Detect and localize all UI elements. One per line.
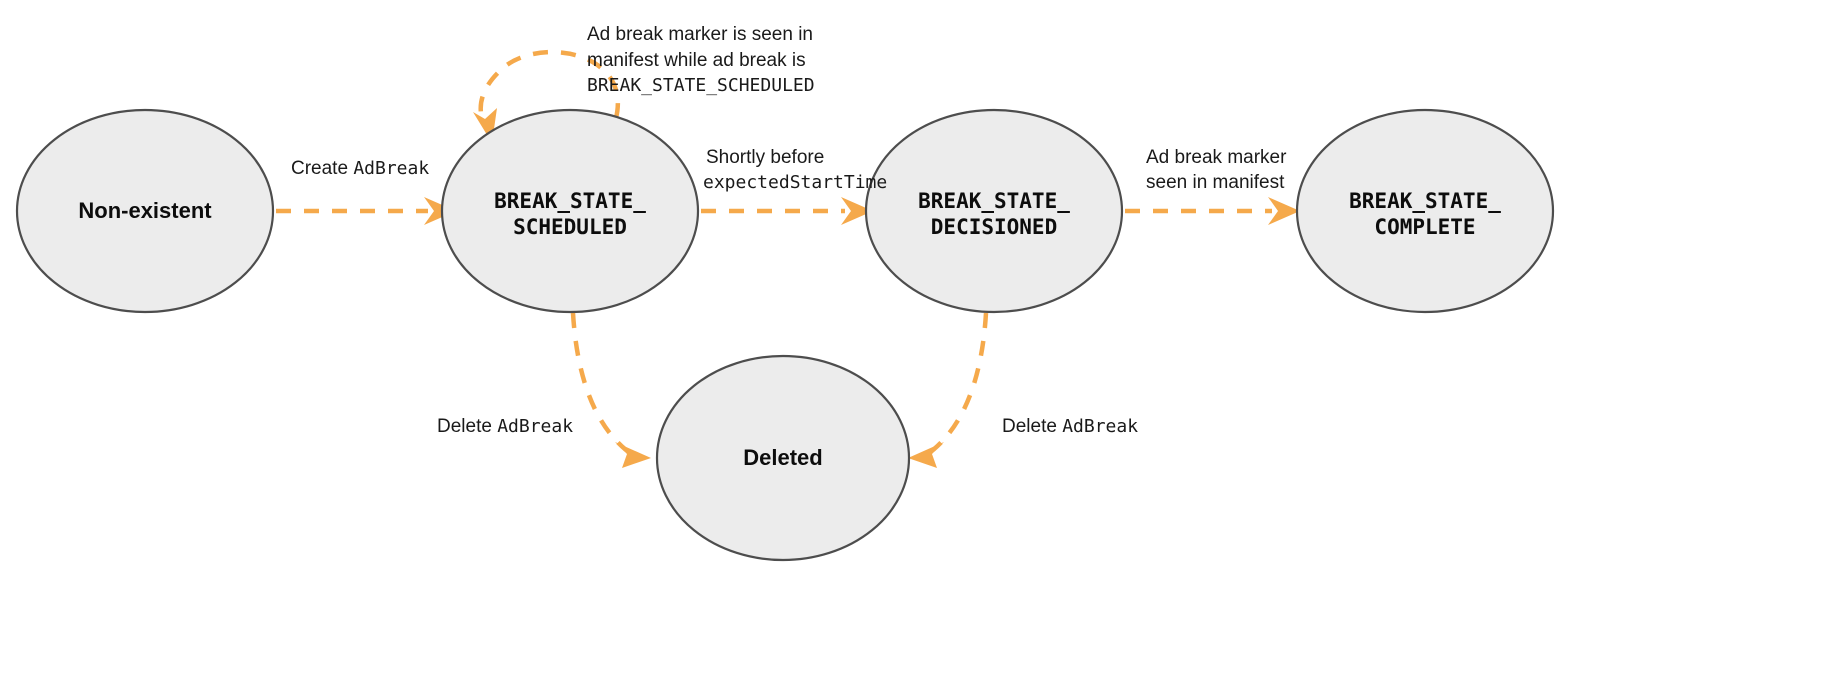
edge-delete-adbreak-from-scheduled	[570, 312, 651, 468]
edge-label-shortly-before-expected-start-time: Shortly before expectedStartTime	[703, 147, 887, 193]
arrowhead-icon	[615, 442, 651, 468]
edge-label-line3: BREAK_STATE_SCHEDULED	[587, 75, 815, 96]
edge-line	[931, 312, 989, 452]
edge-label-ad-break-marker-seen-in-manifest: Ad break marker seen in manifest	[1146, 147, 1287, 193]
node-break-state-decisioned[interactable]: BREAK_STATE_ DECISIONED	[864, 108, 1124, 314]
arrowhead-icon	[424, 197, 456, 225]
arrowhead-icon	[1268, 197, 1300, 225]
edge-label-create-adbreak: Create AdBreak	[291, 158, 429, 179]
edge-ad-break-marker-seen-in-manifest	[1125, 197, 1300, 225]
node-shape	[864, 108, 1124, 314]
node-shape	[1295, 108, 1555, 314]
node-non-existent[interactable]: Non-existent	[15, 108, 275, 314]
node-label-line2: COMPLETE	[1374, 215, 1475, 239]
edge-label-line2: seen in manifest	[1146, 172, 1285, 193]
edge-label-delete-adbreak-from-scheduled: Delete AdBreak	[437, 416, 573, 437]
node-label-line1: BREAK_STATE_	[918, 189, 1070, 213]
edge-create-adbreak	[276, 197, 456, 225]
edge-label-line2: manifest while ad break is	[587, 50, 806, 71]
edge-label-part-sans: Create	[291, 158, 353, 179]
node-label-line2: SCHEDULED	[513, 215, 627, 239]
edge-line	[570, 312, 628, 452]
edge-label-part-sans: Delete	[1002, 416, 1062, 437]
node-shape	[655, 354, 911, 562]
node-deleted[interactable]: Deleted	[655, 354, 911, 562]
edge-label-part-mono: AdBreak	[497, 416, 573, 437]
edge-delete-adbreak-from-decisioned	[908, 312, 989, 468]
node-shape	[15, 108, 275, 314]
node-label: Deleted	[743, 445, 822, 470]
edge-label-scheduled-self-loop: Ad break marker is seen in manifest whil…	[587, 24, 815, 96]
edge-line	[478, 49, 621, 125]
edge-shortly-before-expected-start-time	[701, 197, 873, 225]
edge-label-delete-adbreak-from-decisioned: Delete AdBreak	[1002, 416, 1138, 437]
arrowhead-icon	[841, 197, 873, 225]
edge-label-line1: Ad break marker	[1146, 147, 1287, 168]
edge-label-line1: Ad break marker is seen in	[587, 24, 813, 45]
edge-label-part-mono: AdBreak	[1062, 416, 1138, 437]
edge-label-line2: expectedStartTime	[703, 172, 887, 193]
edge-label-part-mono: AdBreak	[353, 158, 429, 179]
node-label-line1: BREAK_STATE_	[494, 189, 646, 213]
node-label: Non-existent	[78, 198, 212, 223]
node-break-state-complete[interactable]: BREAK_STATE_ COMPLETE	[1295, 108, 1555, 314]
edge-label-line1: Shortly before	[706, 147, 824, 168]
edge-label-part-sans: Delete	[437, 416, 497, 437]
node-shape	[440, 108, 700, 314]
arrowhead-icon	[908, 442, 944, 468]
node-label-line1: BREAK_STATE_	[1349, 189, 1501, 213]
node-break-state-scheduled[interactable]: BREAK_STATE_ SCHEDULED	[440, 108, 700, 314]
node-label-line2: DECISIONED	[931, 215, 1057, 239]
